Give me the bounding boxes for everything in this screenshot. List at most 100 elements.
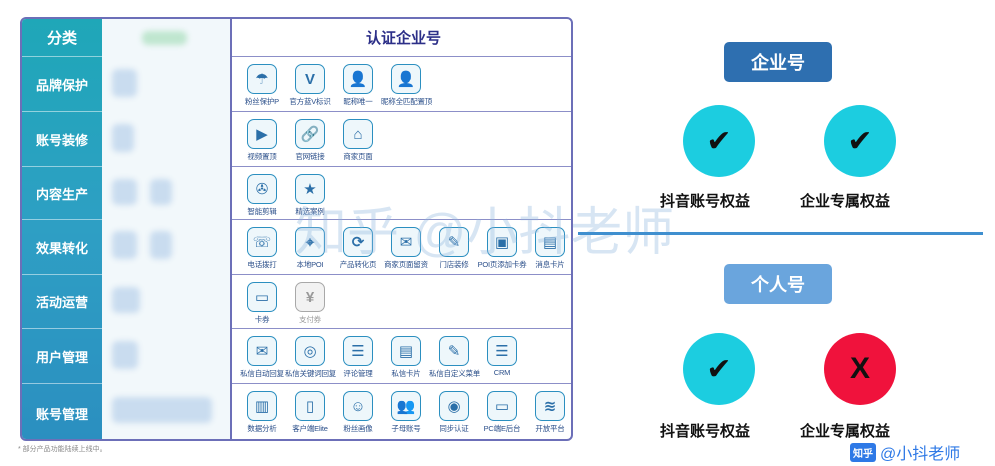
feature-label: 智能剪辑 [247, 207, 277, 216]
feature-label: 粉丝画像 [343, 424, 373, 433]
feature-item: ✎ 私信自定义菜单 [429, 336, 481, 379]
feature-label: 精选案例 [295, 207, 325, 216]
feature-row: ▥数据分析▯客户端Elite☺粉丝画像👥子母账号◉同步认证▭PC端E后台≋开放平… [232, 384, 571, 439]
category-item: 账号管理 [35, 407, 88, 422]
comment-manage-icon: ☰ [343, 336, 373, 366]
feature-label: PC端E后台 [483, 424, 521, 433]
feature-item: 👤昵称全匹配置顶 [381, 64, 433, 107]
feature-label: 视频置顶 [247, 152, 277, 161]
blurred-block [112, 231, 137, 259]
fan-portrait-icon: ☺ [343, 391, 373, 421]
feature-item: ▤消息卡片 [525, 227, 571, 270]
blurred-block [142, 31, 187, 45]
feature-item: ☏电话拨打 [237, 227, 287, 270]
film-reel-icon: ✇ [247, 174, 277, 204]
blurred-block [112, 287, 140, 313]
section-divider [578, 232, 983, 235]
feature-row: ✉ 私信自动回复◎私信关键词回复☰评论管理 ▤ 私信卡片 ✎ 私信自定义菜单 ☰ CRM [232, 329, 571, 384]
feature-item: ⌂商家页面 [333, 119, 383, 162]
feature-item: 👤 昵称唯一 [333, 64, 383, 107]
feature-item: ✇ 智能剪辑 [237, 174, 287, 217]
rights-label: 抖音账号权益 [660, 423, 751, 440]
feature-item: ▣POI页添加卡券 [477, 227, 527, 270]
category-item: 用户管理 [22, 329, 102, 384]
feature-item: ▭ PC端E后台 [477, 391, 527, 434]
feature-item: ☂粉丝保护P [237, 64, 287, 107]
feature-row: ✇智能剪辑★精选案例 [232, 167, 571, 220]
open-platform-icon: ≋ [535, 391, 565, 421]
feature-label: 同步认证 [439, 424, 469, 433]
feature-label: 私信自定义菜单 [429, 369, 481, 378]
footnote: * 部分产品功能陆续上线中。 [18, 446, 107, 453]
category-column: 分类 品牌保护 账号装修 内容生产 效果转化 活动运营 用户管理 账号管理 [22, 19, 102, 439]
feature-item: ≋ 开放平台 [525, 391, 571, 434]
feature-item: ▭ 卡券 [237, 282, 287, 325]
category-item: 内容生产 [22, 167, 102, 220]
feature-label: 昵称全匹配置顶 [381, 97, 433, 106]
cross-icon: X [824, 333, 896, 405]
category-item: 效果转化 [22, 220, 102, 275]
feature-label: CRM [493, 368, 511, 377]
feature-label: 商家页面 [343, 152, 373, 161]
user-icon: 👤 [343, 64, 373, 94]
rights-label: 企业专属权益 [800, 193, 891, 210]
crm-icon: ☰ [487, 336, 517, 366]
feature-label: 粉丝保护P [244, 97, 279, 106]
feature-label: 官方蓝V标识 [289, 97, 331, 106]
message-card-icon: ▤ [535, 227, 565, 257]
feature-row: ▶ 视频置顶 🔗官网链接⌂商家页面 [232, 112, 571, 167]
feature-row: ☏电话拨打⌖本地POI⟳产品转化页✉商家页面留资✎门店装修▣POI页添加卡券▤消… [232, 220, 571, 275]
feature-item: ¥ 支付券 [285, 282, 335, 325]
personal-account-badge: 个人号 [724, 264, 832, 304]
card-ticket-icon: ▭ [247, 282, 277, 312]
blurred-block [150, 179, 172, 205]
category-item: 品牌保护 [22, 57, 102, 112]
location-icon: ⌖ [295, 227, 325, 257]
blurred-block [112, 69, 137, 97]
coupon-icon: ▣ [487, 227, 517, 257]
category-item: 活动运营 [22, 275, 102, 329]
feature-label: 私信自动回复 [240, 369, 284, 378]
feature-item: ☰评论管理 [333, 336, 383, 379]
feature-label: 卡券 [254, 315, 270, 324]
dm-card-icon: ▤ [391, 336, 421, 366]
auto-reply-icon: ✉ [247, 336, 277, 366]
pc-backend-icon: ▭ [487, 391, 517, 421]
feature-item: ⟳产品转化页 [333, 227, 383, 270]
feature-label: 开放平台 [535, 424, 565, 433]
category-item: 账号装修 [22, 112, 102, 167]
feature-label: 客户端Elite [292, 424, 328, 433]
feature-item: ✉商家页面留资 [381, 227, 431, 270]
enterprise-account-badge: 企业号 [724, 42, 832, 82]
brush-icon: ✎ [439, 227, 469, 257]
custom-menu-icon: ✎ [439, 336, 469, 366]
feature-item: ☰ CRM [477, 336, 527, 377]
feature-label: 私信卡片 [391, 369, 421, 378]
feature-item: ✎ 门店装修 [429, 227, 479, 270]
keyword-reply-icon: ◎ [295, 336, 325, 366]
feature-item: ☺ 粉丝画像 [333, 391, 383, 434]
feature-item: ▥数据分析 [237, 391, 287, 434]
check-icon: ✔ [683, 105, 755, 177]
feature-label: 门店装修 [439, 260, 469, 269]
feature-item: ◉同步认证 [429, 391, 479, 434]
feature-label: 数据分析 [247, 424, 277, 433]
convert-icon: ⟳ [343, 227, 373, 257]
pay-coupon-icon: ¥ [295, 282, 325, 312]
feature-label: 子母账号 [391, 424, 421, 433]
video-top-icon: ▶ [247, 119, 277, 149]
feature-row: ▭ 卡券 ¥ 支付券 [232, 275, 571, 329]
feature-item: ▤ 私信卡片 [381, 336, 431, 379]
feature-label: 昵称唯一 [343, 97, 373, 106]
feature-label: 支付券 [299, 315, 321, 324]
blurred-block [112, 124, 134, 152]
blurred-column [102, 19, 230, 439]
check-icon: ✔ [683, 333, 755, 405]
feature-item: 🔗官网链接 [285, 119, 335, 162]
blurred-block [112, 179, 137, 205]
feature-item: ◎私信关键词回复 [285, 336, 336, 379]
